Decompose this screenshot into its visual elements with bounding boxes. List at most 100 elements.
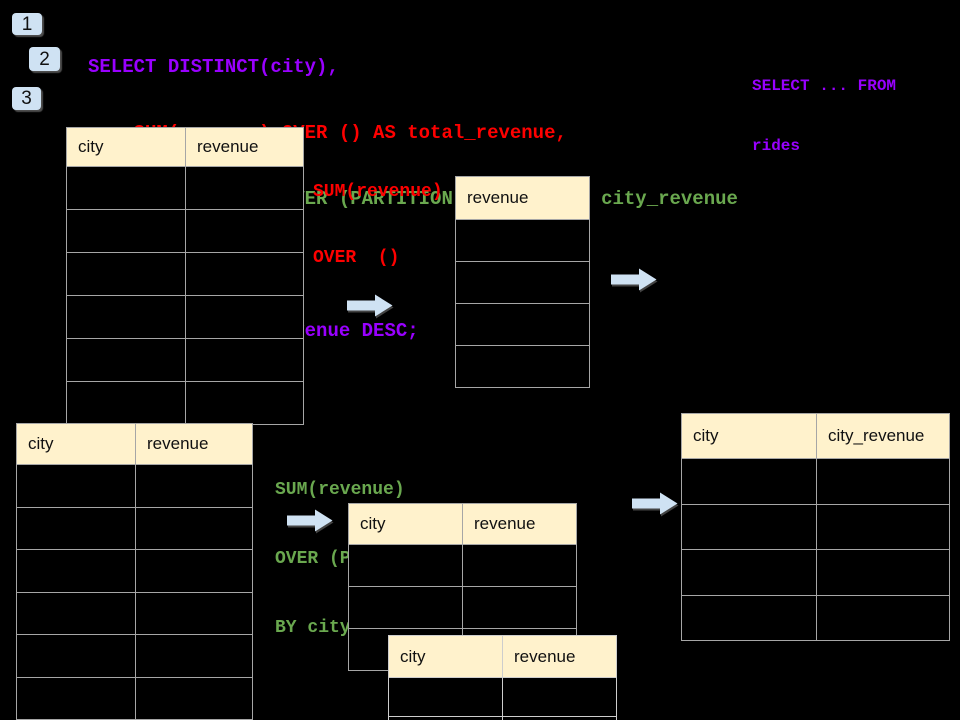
step-badge-3: 3 xyxy=(12,87,41,110)
column-header-city: city xyxy=(67,128,186,166)
table-row xyxy=(17,465,252,508)
table-header-row: revenue xyxy=(456,177,589,220)
table-cell-empty xyxy=(136,678,252,720)
table-rides-source-top: city revenue xyxy=(66,127,304,425)
table-cell-empty xyxy=(349,545,463,586)
table-row xyxy=(67,296,303,339)
column-header-revenue: revenue xyxy=(514,646,576,666)
code-note-select-from-rides: SELECT ... FROM rides xyxy=(752,36,896,196)
table-row xyxy=(682,550,949,596)
table-cell-empty xyxy=(349,587,463,628)
table-row xyxy=(67,339,303,382)
table-cell-empty xyxy=(186,339,303,381)
table-partition-group-2: city revenue xyxy=(388,635,617,720)
table-cell-empty xyxy=(136,635,252,677)
table-cell-empty xyxy=(67,210,186,252)
table-cell-empty xyxy=(186,296,303,338)
table-row xyxy=(17,550,252,593)
table-header-row: city revenue xyxy=(17,424,252,465)
table-cell-empty xyxy=(136,465,252,507)
table-row xyxy=(682,504,949,550)
code-note-line: SELECT ... FROM xyxy=(752,77,897,95)
table-row xyxy=(456,304,589,346)
flow-arrow-right-icon xyxy=(347,294,393,317)
table-cell-empty xyxy=(817,459,949,504)
annotation-line: SUM(revenue) xyxy=(313,182,443,202)
table-row xyxy=(682,459,949,505)
table-header-row: city revenue xyxy=(389,636,616,678)
table-cell-empty xyxy=(186,253,303,295)
table-row xyxy=(389,678,616,717)
table-cell-empty xyxy=(17,507,136,549)
table-cell-empty xyxy=(136,593,252,635)
table-row xyxy=(67,167,303,210)
table-cell-empty xyxy=(817,596,949,641)
table-cell-empty xyxy=(67,296,186,338)
table-cell-empty xyxy=(136,550,252,592)
table-row xyxy=(349,545,576,587)
step-badge-2: 2 xyxy=(29,47,60,71)
table-cell-empty xyxy=(682,595,817,640)
annotation-line: BY city) xyxy=(275,618,362,638)
flow-arrow-right-icon xyxy=(632,492,678,515)
table-cell-empty xyxy=(389,717,503,720)
annotation-line: OVER () xyxy=(313,248,400,268)
table-rides-source-bottom: city revenue xyxy=(16,423,253,720)
column-header-city: city xyxy=(17,424,136,464)
table-row xyxy=(456,346,589,387)
table-cell-empty xyxy=(186,210,303,252)
column-header-revenue: revenue xyxy=(147,434,209,453)
table-revenue-column: revenue xyxy=(455,176,590,388)
table-row xyxy=(17,635,252,678)
table-cell-empty xyxy=(463,587,576,628)
table-cell-empty xyxy=(186,382,303,424)
table-cell-empty xyxy=(389,678,503,716)
table-cell-empty xyxy=(456,262,589,303)
table-row xyxy=(456,220,589,262)
table-cell-empty xyxy=(67,167,186,209)
table-cell-empty xyxy=(17,592,136,634)
annotation-sum-over-all: SUM(revenue) OVER () xyxy=(313,137,443,313)
column-header-revenue: revenue xyxy=(197,137,259,156)
table-header-row: city city_revenue xyxy=(682,414,949,459)
table-header-row: city revenue xyxy=(67,128,303,167)
column-header-city: city xyxy=(682,414,817,458)
column-header-city: city xyxy=(389,636,503,677)
table-row xyxy=(456,262,589,304)
sql-line-select: SELECT DISTINCT(city), xyxy=(88,56,339,78)
table-row xyxy=(67,210,303,253)
table-row xyxy=(349,587,576,629)
flow-arrow-right-icon xyxy=(287,509,333,532)
table-row xyxy=(682,595,949,641)
table-cell-empty xyxy=(17,550,136,592)
column-header-city_revenue: city_revenue xyxy=(828,426,925,445)
table-cell-empty xyxy=(17,465,136,507)
table-cell-empty xyxy=(67,382,186,424)
table-cell-empty xyxy=(17,635,136,677)
table-cell-empty xyxy=(67,253,186,295)
table-cell-empty xyxy=(17,677,136,719)
table-row xyxy=(389,717,616,720)
column-header-city: city xyxy=(349,504,463,544)
annotation-line: SUM(revenue) xyxy=(275,480,405,500)
table-cell-empty xyxy=(463,545,576,586)
table-cell-empty xyxy=(682,550,817,595)
step-badge-1: 1 xyxy=(12,13,42,35)
table-city-revenue-result: city city_revenue xyxy=(681,413,950,641)
table-row xyxy=(17,592,252,635)
table-cell-empty xyxy=(136,508,252,550)
table-cell-empty xyxy=(503,678,616,716)
table-cell-empty xyxy=(456,346,589,387)
code-note-line: rides xyxy=(752,137,801,155)
table-row xyxy=(17,507,252,550)
table-cell-empty xyxy=(456,220,589,261)
table-cell-empty xyxy=(682,504,817,549)
table-cell-empty xyxy=(817,550,949,595)
table-cell-empty xyxy=(186,167,303,209)
table-cell-empty xyxy=(682,459,817,504)
table-cell-empty xyxy=(456,304,589,345)
table-row xyxy=(67,382,303,424)
flow-arrow-right-icon xyxy=(611,268,657,291)
